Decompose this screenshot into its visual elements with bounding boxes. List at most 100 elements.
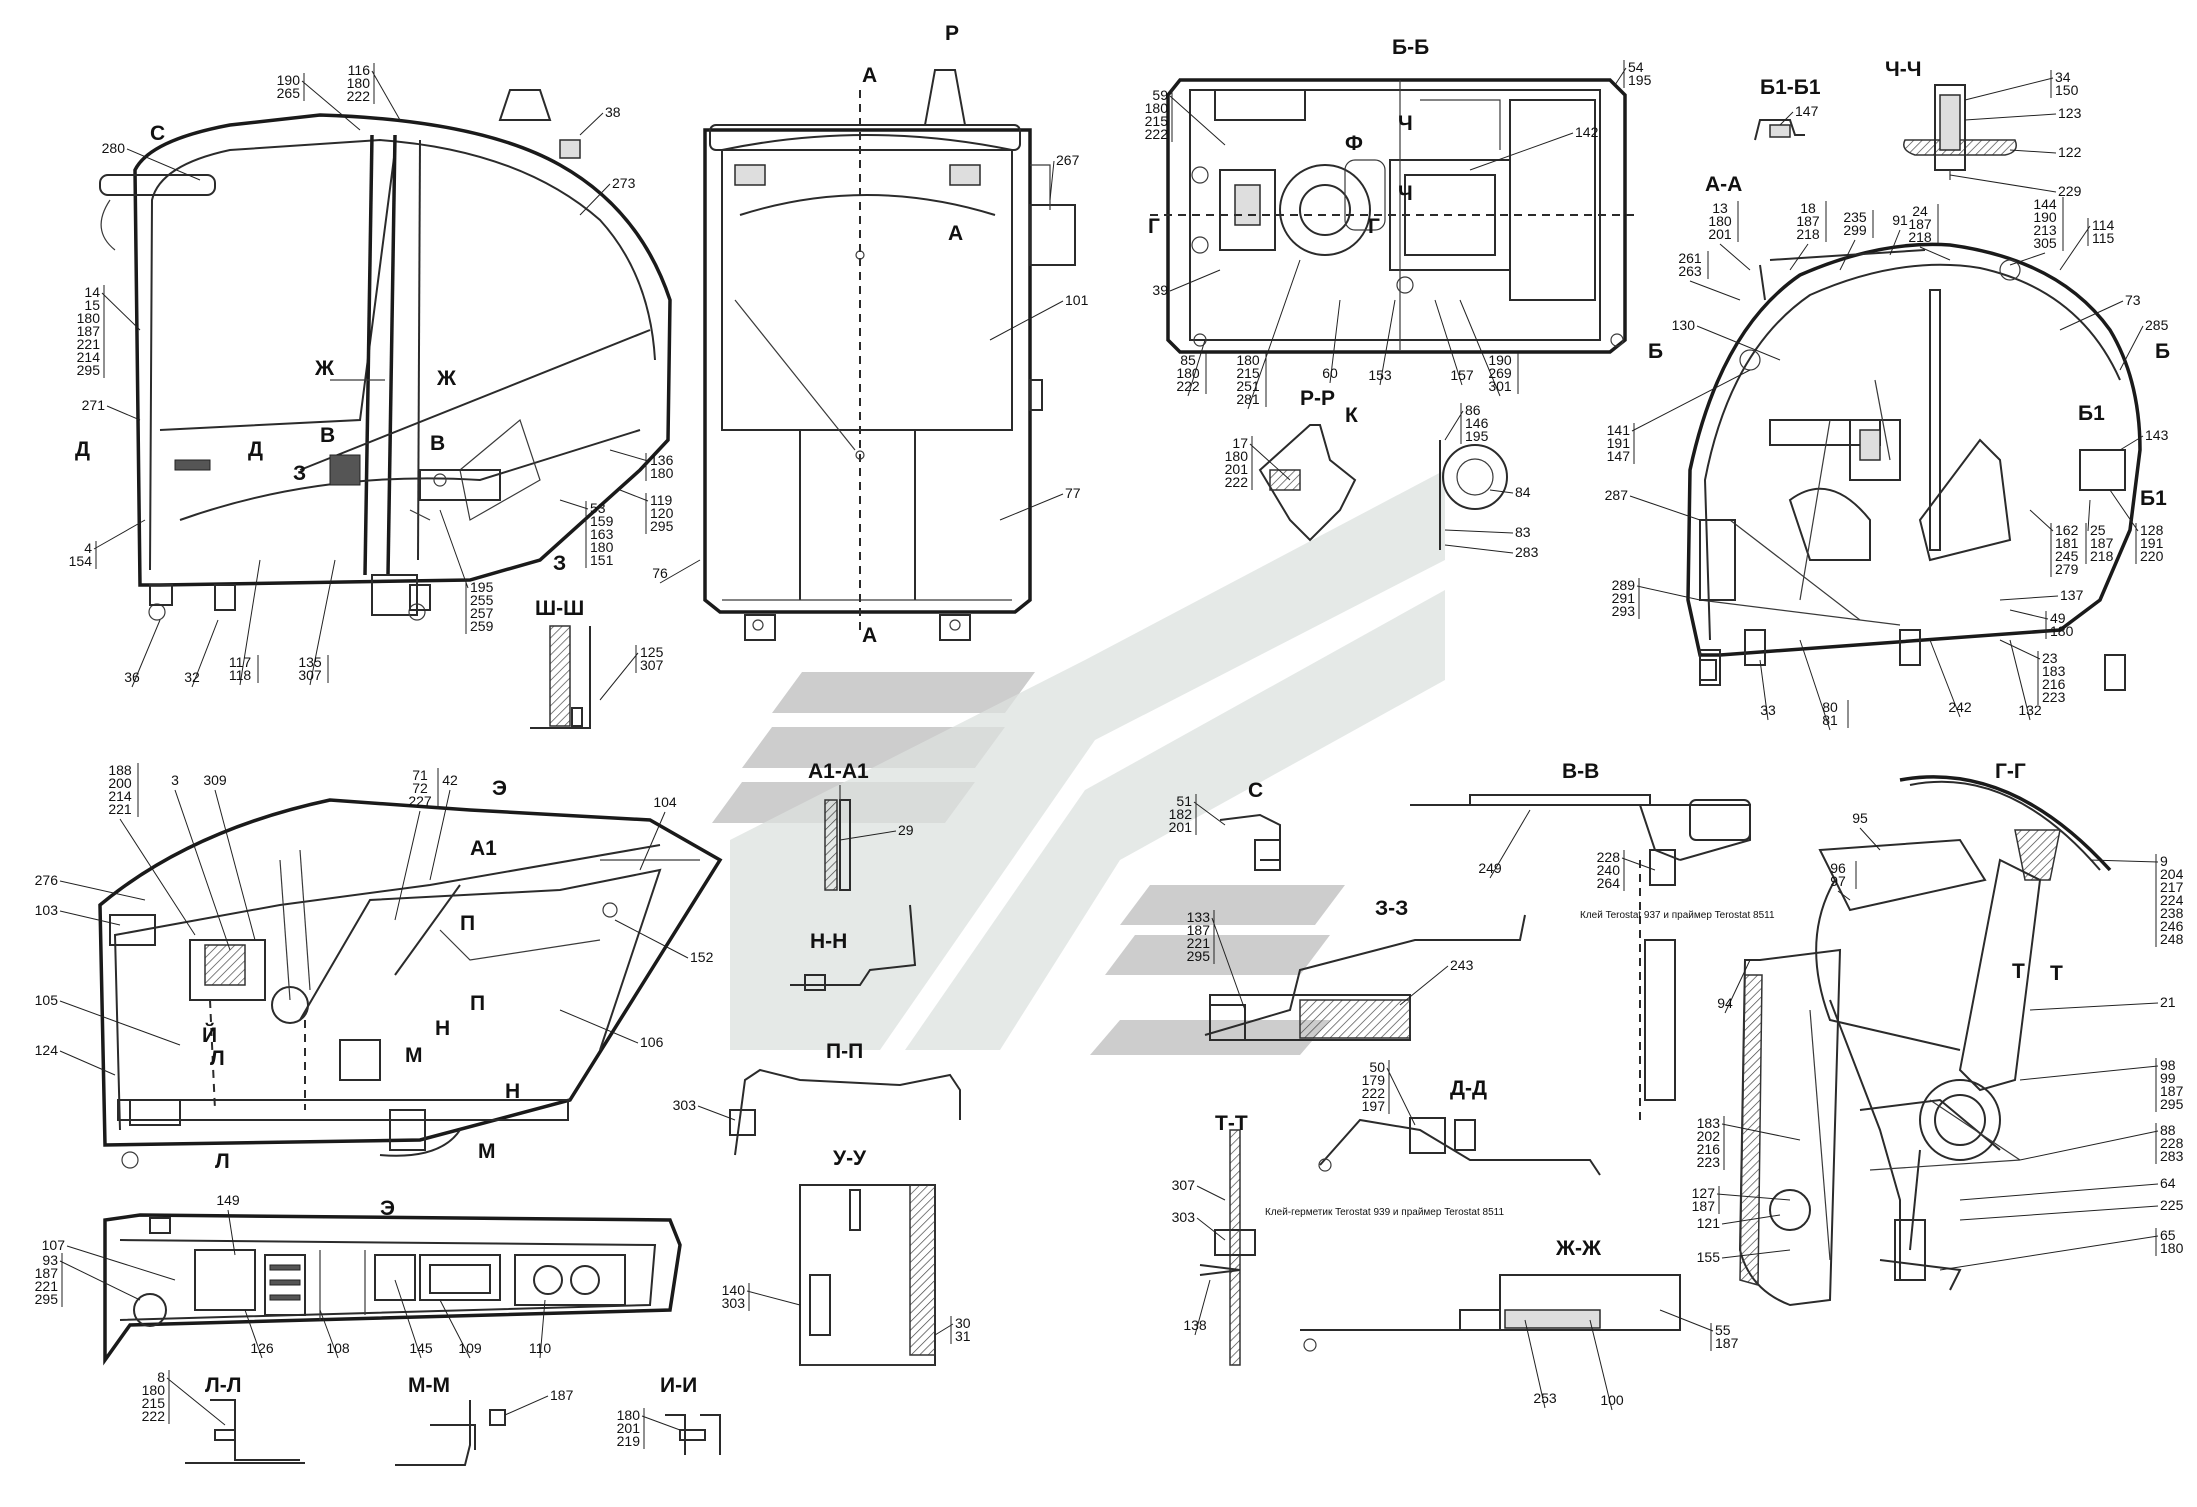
section-marks: С Р А А А Ж Ж В В З З Д Д Г Г Ф Ч Ч К Б … (75, 22, 2170, 1173)
part-number: 15 (84, 297, 100, 313)
part-number: 222 (1176, 378, 1200, 394)
part-number: 303 (722, 1295, 746, 1311)
part-number: 190 (1488, 352, 1512, 368)
callout-leader (2059, 225, 2091, 271)
part-number: 151 (590, 552, 614, 568)
callout-132: 132 (2009, 639, 2042, 721)
callout-36: 36 (124, 619, 161, 688)
section-m-m (395, 1400, 506, 1466)
callout-leader (559, 1009, 639, 1044)
part-number: 49 (2050, 610, 2066, 626)
callout-leader (1839, 239, 1856, 271)
part-number: 187 (1715, 1335, 1739, 1351)
part-number: 187 (35, 1265, 59, 1281)
part-number: 190 (2033, 209, 2057, 225)
part-number: 128 (2140, 522, 2164, 538)
part-number: 122 (2058, 144, 2082, 160)
part-number: 202 (1697, 1128, 1721, 1144)
mark-l-bottom: Л (215, 1150, 230, 1173)
callout-leader (609, 449, 649, 462)
part-number: 18 (1800, 200, 1816, 216)
callout-21: 21 (2029, 994, 2176, 1011)
part-number: 14 (84, 284, 100, 300)
section-title-u-u: У-У (833, 1147, 867, 1170)
callout-leader (1621, 857, 1656, 871)
callout-107: 107 (42, 1237, 176, 1281)
part-number: 295 (35, 1291, 59, 1307)
section-t-t (1199, 1129, 1256, 1366)
callout-leader (1379, 299, 1396, 386)
part-number: 163 (590, 526, 614, 542)
part-number: 137 (2060, 587, 2084, 603)
part-number: 195 (1628, 72, 1652, 88)
part-number: 152 (690, 949, 714, 965)
part-number: 183 (2042, 663, 2066, 679)
part-number: 95 (1852, 810, 1868, 826)
section-title-ch-ch: Ч-Ч (1885, 58, 1922, 81)
callout-145: 145 (394, 1279, 433, 1359)
part-number: 222 (1362, 1085, 1386, 1101)
callout-94: 94 (1717, 959, 1751, 1014)
mark-g-left: Г (1148, 215, 1160, 238)
callout-leader (1959, 1183, 2159, 1201)
section-title-p-p: П-П (826, 1040, 863, 1063)
part-number: 248 (2160, 931, 2184, 947)
part-number: 180 (1225, 448, 1249, 464)
part-number: 187 (2090, 535, 2114, 551)
part-number: 118 (229, 667, 252, 683)
part-number: 190 (277, 72, 301, 88)
section-b1-detail (1754, 119, 1805, 141)
callout-leader (429, 789, 451, 881)
part-number: 215 (1236, 365, 1260, 381)
mark-f: Ф (1345, 132, 1363, 155)
part-number: 228 (1597, 849, 1621, 865)
part-number: 110 (529, 1340, 552, 1356)
part-number: 291 (1612, 590, 1636, 606)
callout-leader (1386, 1067, 1416, 1126)
part-number: 13 (1712, 200, 1728, 216)
callout-leader (539, 1299, 546, 1359)
mark-i: Й (202, 1023, 217, 1047)
callout-leader (2009, 609, 2049, 620)
part-number: 94 (1717, 995, 1733, 1011)
callout-100: 100 (1589, 1319, 1624, 1411)
part-number: 180 (347, 75, 371, 91)
callout-leader (1399, 965, 1449, 1006)
part-number: 145 (409, 1340, 433, 1356)
part-number: 30 (955, 1315, 971, 1331)
part-number: 299 (1843, 222, 1867, 238)
callout-287: 287 (1605, 487, 1701, 521)
callout-leader (1696, 325, 1781, 361)
part-number: 180 (2050, 623, 2074, 639)
part-number: 225 (2160, 1197, 2184, 1213)
part-number: 271 (82, 397, 106, 413)
part-number: 267 (1056, 152, 1080, 168)
callout-307t: 307 (1172, 1177, 1226, 1201)
part-number: 126 (250, 1340, 274, 1356)
callout-242: 242 (1929, 639, 1972, 718)
part-number: 221 (108, 801, 132, 817)
callout-77: 77 (999, 485, 1081, 521)
callout-leader (599, 652, 639, 701)
part-number: 76 (652, 565, 668, 581)
part-number: 235 (1843, 209, 1867, 225)
mark-b1-top: Б1 (2078, 402, 2105, 425)
callout-101: 101 (989, 292, 1089, 341)
section-titles: Б-Б Б1-Б1 Ч-Ч А-А Р-Р Ш-Ш В-В Г-Г С З-З … (205, 36, 2026, 1397)
callout-leader (1329, 299, 1341, 384)
section-n-n (790, 904, 917, 991)
part-number: 114 (2092, 217, 2115, 233)
callout-64: 64 (1959, 1175, 2176, 1201)
part-number: 220 (2140, 548, 2164, 564)
